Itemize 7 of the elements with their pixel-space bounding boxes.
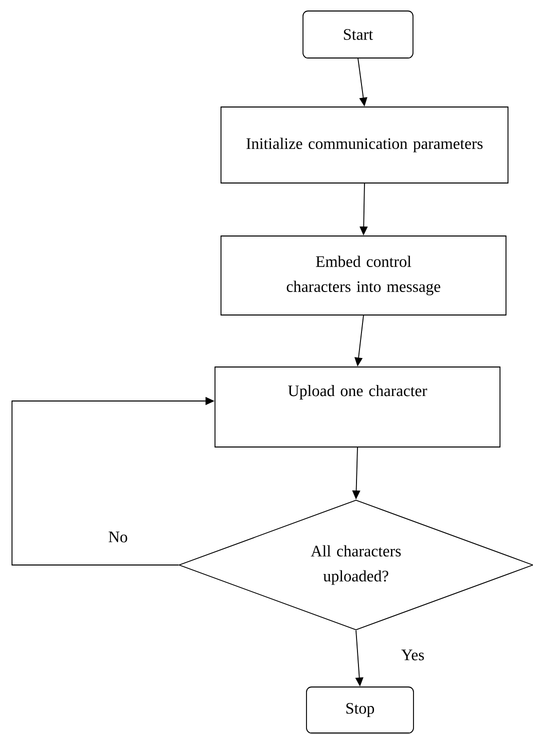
process-box: Initialize communication parameters	[220, 106, 508, 184]
edge-label: Yes	[401, 650, 424, 660]
edge-label: No	[108, 532, 128, 542]
process-box: Embed control characters into message	[220, 236, 506, 316]
terminal-box: Start	[302, 10, 414, 58]
process-box: Upload one character	[214, 366, 500, 448]
terminal-box: Stop	[306, 686, 414, 734]
